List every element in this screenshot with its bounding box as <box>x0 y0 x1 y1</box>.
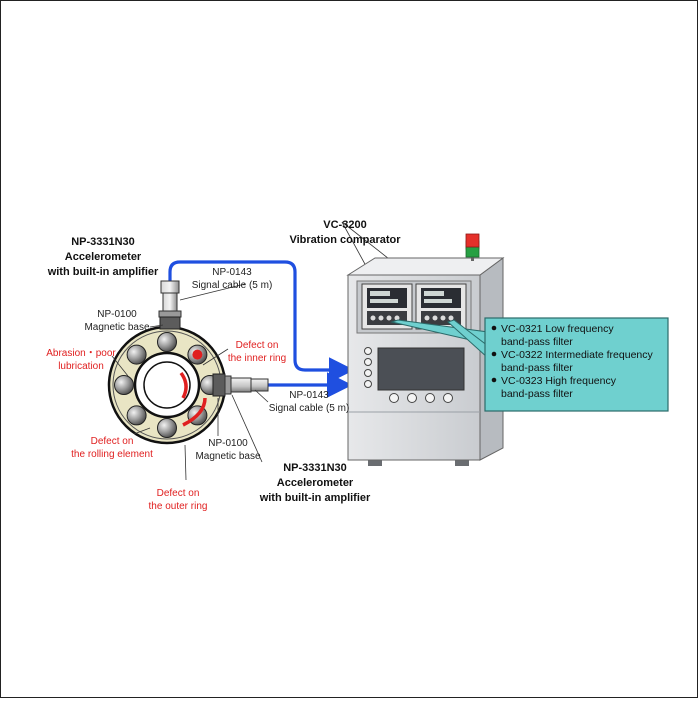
filter-1-line1: VC-0321 Low frequency <box>501 323 614 335</box>
filter-1-line2: band-pass filter <box>501 336 573 348</box>
accelerometer-icon <box>224 375 269 395</box>
filter-3-line2: band-pass filter <box>501 388 573 400</box>
rolling-element-defect-mark <box>192 349 203 360</box>
base-top-model: NP-0100 <box>97 309 137 320</box>
bullet-icon <box>491 351 497 357</box>
defect-abrasion-line2: lubrication <box>58 361 104 372</box>
bullet-icon <box>491 377 497 383</box>
filter-2-line1: VC-0322 Intermediate frequency <box>501 349 654 361</box>
cable-top-model: NP-0143 <box>212 267 252 278</box>
defect-outer-line1: Defect on <box>157 488 200 499</box>
filter-2-line2: band-pass filter <box>501 362 573 374</box>
cable-right-desc: Signal cable (5 m) <box>269 403 350 414</box>
sensor-top-model: NP-3331N30 <box>71 236 135 248</box>
outer-ring-defect-mark <box>182 397 207 427</box>
comparator-model: VC-3200 <box>323 219 366 231</box>
filter-3-line1: VC-0323 High frequency <box>501 375 617 387</box>
defect-outer-line2: the outer ring <box>149 501 208 512</box>
defect-inner-line1: Defect on <box>236 340 279 351</box>
sensor-top-line2: with built-in amplifier <box>47 266 159 278</box>
magnetic-base-icon <box>159 316 181 330</box>
cable-top-desc: Signal cable (5 m) <box>192 280 273 291</box>
comparator-desc: Vibration comparator <box>289 234 401 246</box>
defect-rolling-line1: Defect on <box>91 436 134 447</box>
sensor-right-model: NP-3331N30 <box>283 462 347 474</box>
inner-ring-defect-mark <box>179 371 188 399</box>
base-right-model: NP-0100 <box>208 438 248 449</box>
filter-list: VC-0321 Low frequency band-pass filter V… <box>491 323 654 400</box>
sensor-right-line1: Accelerometer <box>277 477 354 489</box>
defect-rolling-line2: the rolling element <box>71 449 153 460</box>
base-right-desc: Magnetic base <box>195 451 260 462</box>
signal-tower-icon <box>465 233 480 261</box>
cable-right-model: NP-0143 <box>289 390 329 401</box>
filter-callout <box>390 317 669 412</box>
accelerometer-icon <box>158 280 182 318</box>
bullet-icon <box>491 325 497 331</box>
signal-cable-top <box>168 260 355 383</box>
base-top-desc: Magnetic base <box>84 322 149 333</box>
defect-abrasion-line1: Abrasion・poor <box>46 348 116 359</box>
sensor-top-line1: Accelerometer <box>65 251 142 263</box>
defect-inner-line2: the inner ring <box>228 353 286 364</box>
sensor-right-line2: with built-in amplifier <box>259 492 371 504</box>
